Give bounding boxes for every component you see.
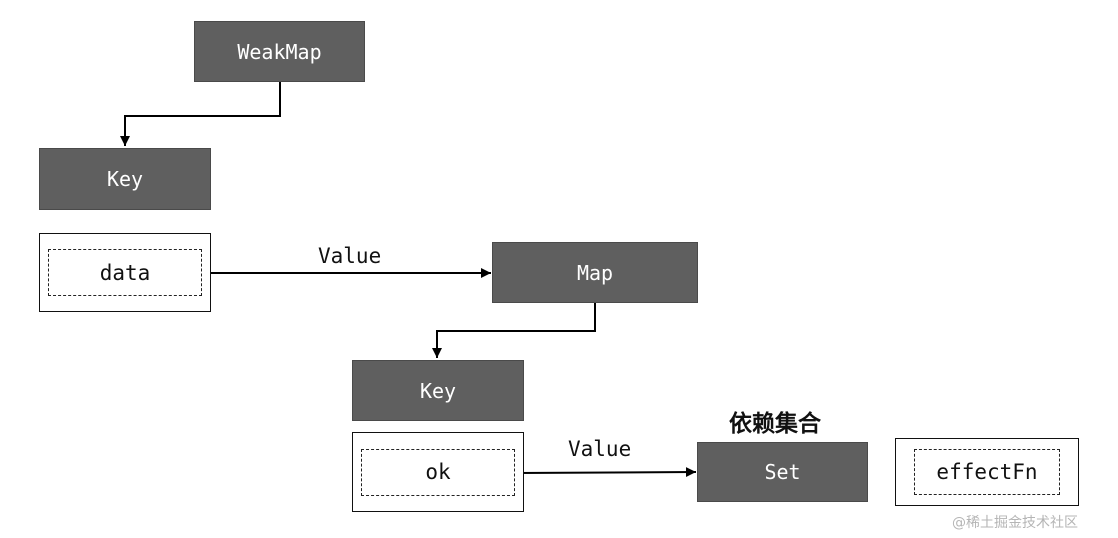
ok-key-inner: ok bbox=[361, 448, 515, 496]
value-label-1: Value bbox=[318, 244, 382, 268]
dependency-set-heading: 依赖集合 bbox=[729, 411, 821, 437]
map-node: Map bbox=[492, 242, 698, 303]
ok-to-set-arrow bbox=[516, 467, 697, 478]
set-node: Set bbox=[697, 442, 868, 502]
value-label-2: Value bbox=[568, 437, 632, 461]
weakmap-to-key-arrow bbox=[120, 82, 281, 146]
map-to-key-arrow bbox=[432, 303, 596, 358]
weakmap-node: WeakMap bbox=[194, 21, 365, 82]
data-key-inner: data bbox=[48, 249, 202, 296]
data-key-box: data bbox=[39, 233, 211, 312]
effectfn-inner: effectFn bbox=[914, 449, 1060, 495]
ok-key-box: ok bbox=[352, 432, 524, 512]
watermark: @稀土掘金技术社区 bbox=[952, 515, 1078, 531]
key-node-1: Key bbox=[39, 148, 211, 210]
effectfn-box: effectFn bbox=[895, 438, 1079, 506]
key-node-2: Key bbox=[352, 360, 524, 421]
